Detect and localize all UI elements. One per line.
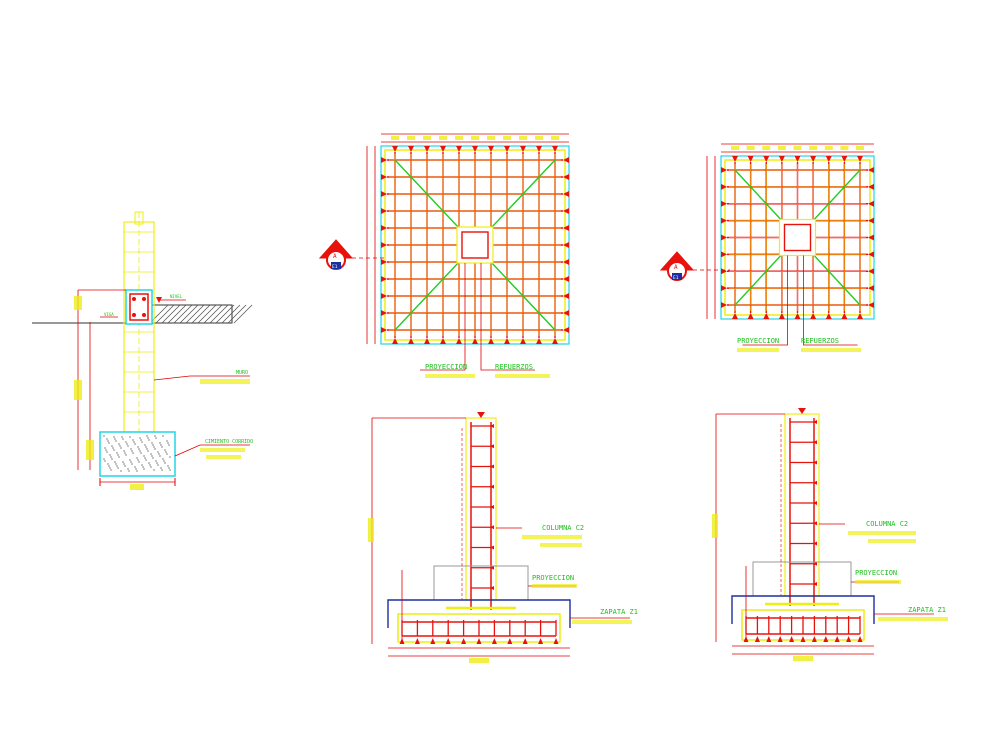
proteccion-label-1: PROYECCION <box>532 574 574 582</box>
zapata-label-1: ZAPATA Z1 <box>600 608 638 616</box>
wall-section-detail: VIGA NIVEL MURO CIMIENTO CORRIDO <box>32 211 253 490</box>
section-marker-1: A E1 <box>318 239 384 270</box>
proyeccion-label-3: PROYECCION <box>855 569 897 577</box>
footing-plan-z1 <box>366 133 570 371</box>
cimiento-label: CIMIENTO CORRIDO <box>205 439 253 445</box>
section-sheet-text-2: E1 <box>673 275 679 281</box>
section-mark-text-2: A <box>674 264 678 271</box>
muro-label: MURO <box>236 370 248 376</box>
section-sheet-text: E1 <box>332 264 338 270</box>
proyeccion-label-2: PROYECCION <box>737 337 779 345</box>
nivel-label: NIVEL <box>170 294 183 299</box>
zapata-label-2: ZAPATA Z1 <box>908 606 946 614</box>
column-footing-section-1 <box>368 412 630 663</box>
viga-label: VIGA <box>104 312 114 317</box>
section-mark-text: A <box>333 253 337 260</box>
columna-label-2: COLUMNA C2 <box>866 520 908 528</box>
footing-plan-z2 <box>706 143 875 346</box>
columna-label-1: COLUMNA C2 <box>542 524 584 532</box>
section-marker-2: A E1 <box>659 251 730 281</box>
refuerzos-label-2: REFUERZOS <box>801 337 839 345</box>
refuerzos-label-1: REFUERZOS <box>495 363 533 371</box>
column-footing-section-2 <box>712 408 934 661</box>
proyeccion-label-1: PROYECCION <box>425 363 467 371</box>
